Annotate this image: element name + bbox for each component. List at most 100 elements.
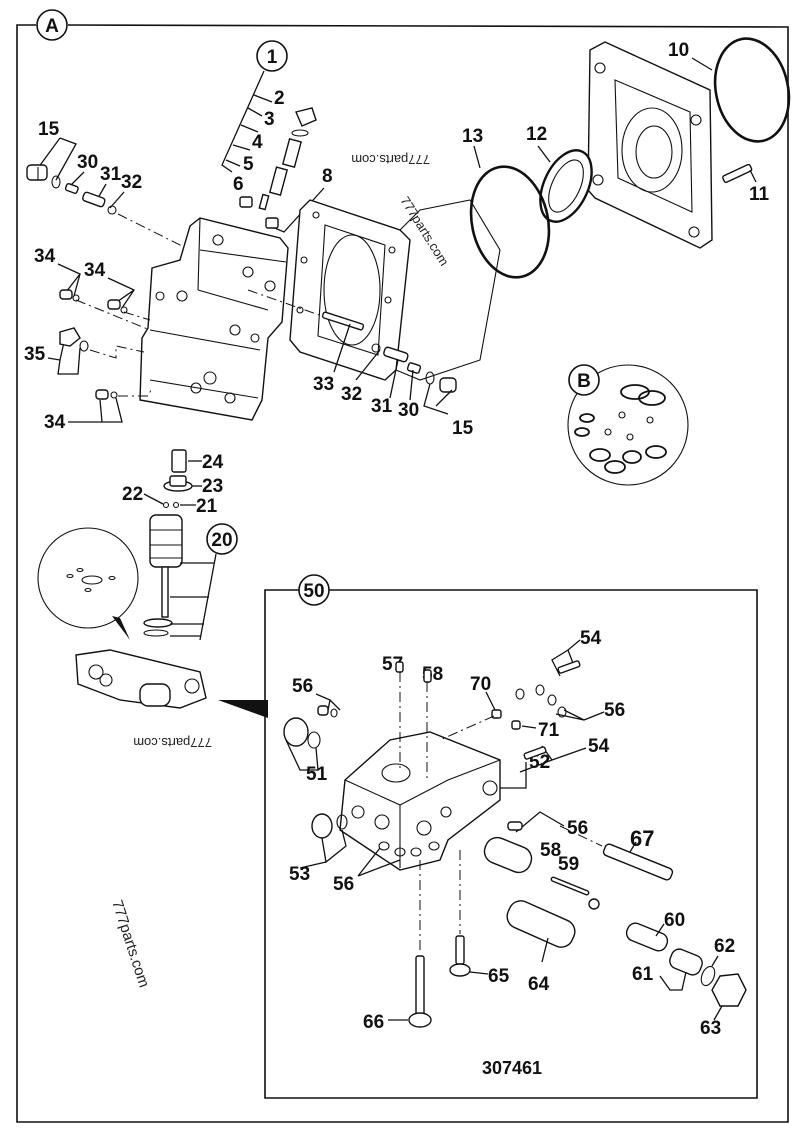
- part-label-53: 53: [289, 864, 310, 885]
- svg-text:A: A: [45, 16, 59, 37]
- part-label-2: 2: [274, 88, 285, 109]
- part-20-spool: [143, 514, 183, 637]
- part-label-64: 64: [528, 974, 550, 995]
- part-label-59: 59: [558, 854, 579, 875]
- svg-text:1: 1: [267, 47, 278, 68]
- part-31-spring: [82, 191, 106, 208]
- part-10-oring: [713, 37, 791, 143]
- part-label-8: 8: [322, 166, 333, 187]
- part-label-67: 67: [630, 826, 654, 851]
- part-label-23: 23: [202, 476, 223, 497]
- part-4-adjuster: [281, 138, 303, 168]
- part-71-plug: [511, 720, 521, 730]
- part-label-62: 62: [714, 936, 735, 957]
- part-label-60: 60: [664, 910, 685, 931]
- part-label-33: 33: [313, 374, 334, 395]
- part-60-spring: [625, 922, 669, 952]
- part-label-5: 5: [243, 154, 254, 175]
- part-label-56: 56: [567, 818, 588, 839]
- part-54-restrictor: [557, 660, 581, 674]
- watermark: 777parts.com: [351, 152, 430, 167]
- svg-text:50: 50: [303, 581, 324, 602]
- part-58-sleeve: [483, 836, 533, 874]
- part-label-70: 70: [470, 674, 491, 695]
- part-label-63: 63: [700, 1018, 721, 1039]
- part-23-seat: [163, 475, 193, 492]
- part-label-30: 30: [77, 152, 98, 173]
- end-cover-plate: [587, 41, 713, 249]
- part-52-valve-body: [339, 731, 501, 871]
- part-label-32: 32: [341, 384, 362, 405]
- callout-a[interactable]: A: [36, 9, 68, 41]
- part-33-pin: [321, 311, 365, 331]
- part-65-screw: [449, 935, 471, 977]
- part-61-adjuster: [669, 948, 703, 976]
- part-label-31: 31: [100, 164, 122, 185]
- part-56-seals: [378, 684, 567, 857]
- part-24-spring: [171, 449, 187, 473]
- seal-kit-b: [567, 364, 689, 486]
- part-35-plug: [59, 327, 81, 347]
- part-label-34: 34: [34, 246, 56, 267]
- part-3-seal: [291, 129, 309, 137]
- detail-magnifier: [37, 527, 139, 640]
- assembly-50-frame: [264, 589, 758, 1099]
- part-64-solenoid: [506, 900, 576, 948]
- outer-frame: [16, 24, 789, 1123]
- part-30-piston: [64, 182, 79, 194]
- part-label-24: 24: [202, 452, 224, 473]
- assembly-50-callout[interactable]: 50: [298, 574, 330, 606]
- part-label-51: 51: [306, 764, 328, 785]
- part-8-plug: [265, 217, 279, 229]
- part-label-52: 52: [529, 752, 550, 773]
- part-5-spring: [268, 166, 289, 196]
- part-57-plug: [395, 661, 404, 673]
- part-label-22: 22: [122, 484, 143, 505]
- part-2-cap: [295, 107, 317, 127]
- part-label-32: 32: [121, 172, 142, 193]
- assembly-1-bracket: [221, 70, 273, 173]
- part-label-30: 30: [398, 400, 419, 421]
- callout-b[interactable]: B: [568, 364, 600, 396]
- control-valve-block: [75, 649, 207, 709]
- part-label-56: 56: [292, 676, 313, 697]
- part-label-56: 56: [604, 700, 625, 721]
- detail-pointer: [218, 700, 268, 718]
- watermark: 777parts.com: [133, 735, 212, 750]
- part-15-plug-right: [439, 377, 457, 393]
- part-11-bolt: [722, 163, 753, 184]
- svg-text:B: B: [577, 371, 591, 392]
- part-label-21: 21: [196, 496, 218, 517]
- part-label-66: 66: [363, 1012, 384, 1033]
- part-label-58: 58: [540, 840, 561, 861]
- part-6-poppet: [258, 193, 270, 211]
- watermark: 777parts.com: [108, 898, 152, 990]
- part-label-3: 3: [264, 109, 275, 130]
- part-label-10: 10: [668, 40, 689, 61]
- part-label-31: 31: [371, 396, 393, 417]
- part-label-56: 56: [333, 874, 354, 895]
- pump-housing: [289, 199, 501, 381]
- assembly-1-callout[interactable]: 1: [256, 40, 288, 72]
- part-label-65: 65: [488, 966, 510, 987]
- part-label-34: 34: [44, 412, 66, 433]
- main-valve-block: [139, 217, 289, 421]
- part-label-54: 54: [580, 628, 602, 649]
- part-label-35: 35: [24, 344, 46, 365]
- part-label-15: 15: [452, 418, 474, 439]
- part-15-plug-left: [26, 164, 48, 181]
- part-59-pin: [550, 876, 590, 896]
- part-31-spring-right: [383, 346, 409, 363]
- part-12-seal: [539, 149, 593, 223]
- assembly-20-callout[interactable]: 20: [206, 523, 238, 555]
- part-label-11: 11: [749, 184, 770, 205]
- part-58-plug: [423, 669, 432, 683]
- part-label-13: 13: [462, 126, 483, 147]
- part-label-34: 34: [84, 260, 106, 281]
- part-66-bolt: [408, 955, 432, 1028]
- part-label-54: 54: [588, 736, 610, 757]
- svg-text:20: 20: [211, 530, 232, 551]
- part-70-plug: [491, 709, 502, 719]
- part-label-6: 6: [233, 174, 244, 195]
